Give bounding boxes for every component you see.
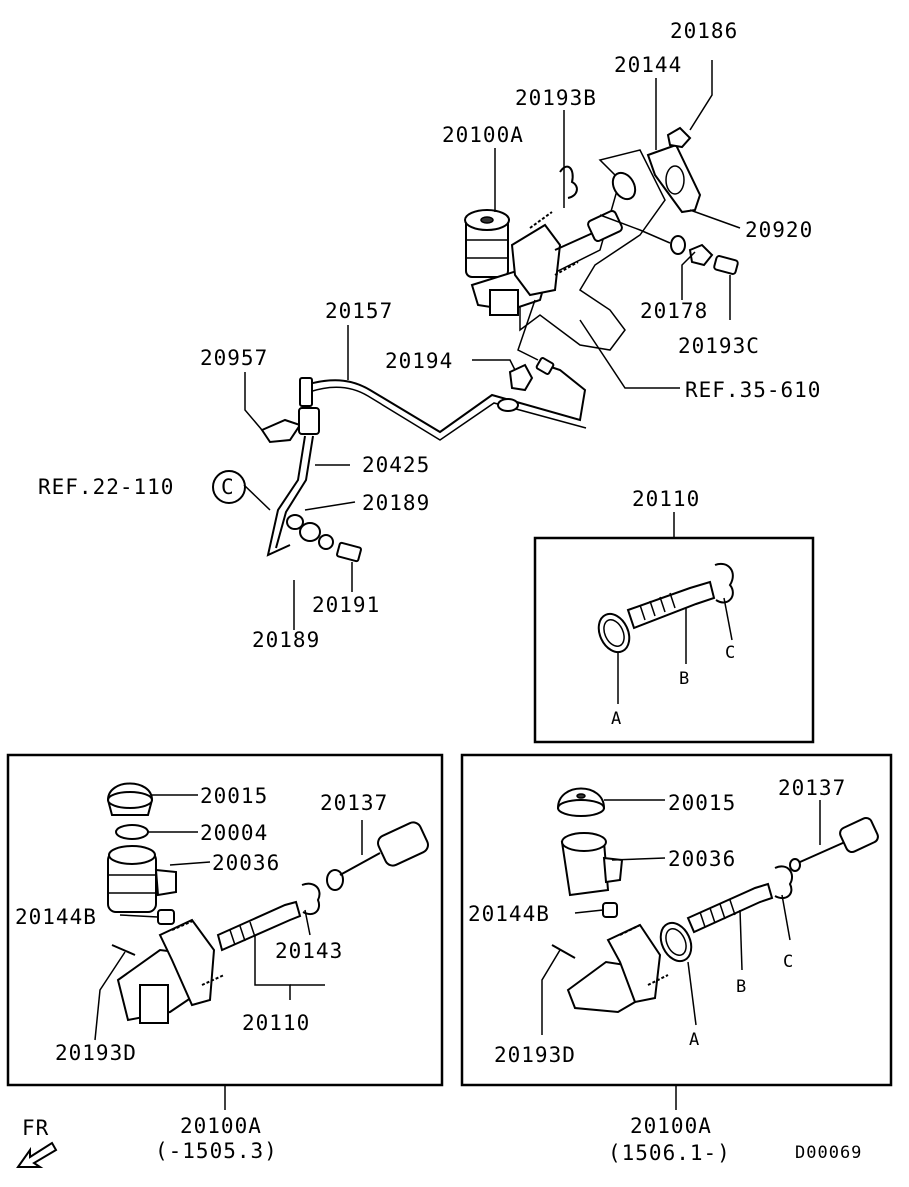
left-label-20193d: 20193D: [55, 1041, 137, 1065]
left-label-20144b: 20144B: [15, 905, 97, 929]
label-20100a: 20100A: [442, 123, 524, 147]
kit-title: 20110: [632, 487, 700, 511]
label-20194: 20194: [385, 349, 453, 373]
label-20189-upper: 20189: [362, 491, 430, 515]
top-assembly: [464, 60, 741, 389]
repair-kit-box: [533, 512, 815, 744]
front-direction-arrow: [16, 1141, 58, 1168]
kit-label-b: B: [679, 669, 690, 689]
right-label-20144b: 20144B: [468, 902, 550, 926]
right-label-a: A: [689, 1030, 700, 1050]
label-ref-35-610: REF.35-610: [685, 378, 821, 402]
kit-label-c: C: [725, 643, 736, 663]
fr-label: FR: [22, 1116, 49, 1140]
kit-label-a: A: [611, 709, 622, 729]
right-label-20193d: 20193D: [494, 1043, 576, 1067]
left-label-20110: 20110: [242, 1011, 310, 1035]
left-label-20137: 20137: [320, 791, 388, 815]
right-label-20036: 20036: [668, 847, 736, 871]
right-variant-box: [460, 753, 893, 1110]
label-20144: 20144: [614, 53, 682, 77]
hydraulic-line: [212, 325, 587, 630]
label-20189-lower: 20189: [252, 628, 320, 652]
label-20157: 20157: [325, 299, 393, 323]
label-20425: 20425: [362, 453, 430, 477]
right-label-20015: 20015: [668, 791, 736, 815]
left-label-20036: 20036: [212, 851, 280, 875]
label-20193b: 20193B: [515, 86, 597, 110]
label-ref-c: C: [221, 475, 235, 499]
right-caption: 20100A: [630, 1114, 712, 1138]
label-20191: 20191: [312, 593, 380, 617]
left-range: (-1505.3): [155, 1139, 278, 1163]
callout-labels: 20186 20144 20193B 20100A 20920 20178 20…: [15, 19, 862, 1165]
left-label-20143: 20143: [275, 939, 343, 963]
right-label-20137: 20137: [778, 776, 846, 800]
right-label-c: C: [783, 952, 794, 972]
label-ref-22-110: REF.22-110: [38, 475, 174, 499]
diagram-code: D00069: [795, 1143, 862, 1163]
left-caption: 20100A: [180, 1114, 262, 1138]
kit-frame: [533, 536, 815, 744]
right-label-b: B: [736, 977, 747, 997]
label-20178: 20178: [640, 299, 708, 323]
left-variant-box: [6, 753, 444, 1110]
label-20920: 20920: [745, 218, 813, 242]
left-label-20004: 20004: [200, 821, 268, 845]
label-20186: 20186: [670, 19, 738, 43]
label-20193c: 20193C: [678, 334, 760, 358]
left-label-20015: 20015: [200, 784, 268, 808]
label-20957: 20957: [200, 346, 268, 370]
right-range: (1506.1-): [608, 1141, 731, 1165]
